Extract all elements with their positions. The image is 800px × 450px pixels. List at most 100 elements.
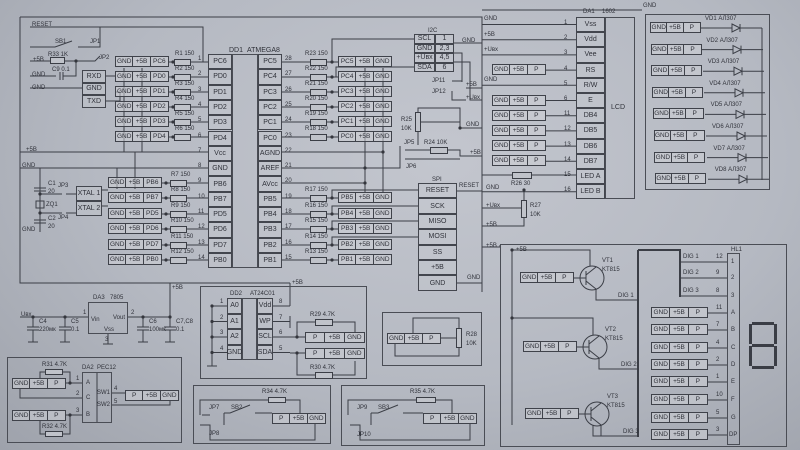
r27-trimmer <box>521 200 527 218</box>
header-pin: P <box>695 378 701 385</box>
encoder-pin: B <box>86 412 91 418</box>
r35-resistor <box>416 397 436 403</box>
header-pin: GND <box>375 58 390 65</box>
spi-pin: RESET <box>418 183 457 199</box>
header-pin: GND <box>13 411 31 420</box>
wire <box>19 371 171 435</box>
r34-resistor <box>268 397 286 403</box>
pin-number: 2 <box>198 71 202 78</box>
eeprom-pin: SCL <box>257 329 273 345</box>
header-pin: GND <box>652 430 671 439</box>
mcu-pin-left: PB0 <box>208 252 232 269</box>
junction-dot <box>330 90 334 94</box>
header-pin: PC5 <box>339 57 357 66</box>
i2c-pin-number: 1 <box>435 34 454 44</box>
r24-resistor <box>430 147 448 154</box>
header-pin: PC0 <box>339 132 357 141</box>
resistor-symbol <box>310 242 327 249</box>
header-pin: GND <box>652 377 671 386</box>
button3-panel <box>341 385 485 446</box>
wire <box>66 189 108 214</box>
resistor-label: R12 150 <box>171 249 194 255</box>
header-pin: +5В <box>356 224 374 233</box>
junction-dot <box>164 196 168 200</box>
header-pin: P <box>565 343 570 350</box>
seven-segment-icon <box>752 322 774 325</box>
resistor-label: R18 150 <box>305 126 328 132</box>
uin-label: +Uвх <box>466 95 481 101</box>
mcu-pin-right: PB1 <box>258 252 282 269</box>
header-pin: +5В <box>543 409 561 418</box>
header-pin: GND <box>375 118 390 125</box>
header-pin: +5В <box>670 395 689 404</box>
pot-panel <box>382 312 482 366</box>
r33-label: R33 1K <box>48 52 69 58</box>
r31-resistor <box>45 369 63 375</box>
header-pin: +5В <box>356 117 374 126</box>
junction-dot <box>510 248 514 252</box>
eeprom-pin: GND <box>227 344 242 360</box>
junction-dot <box>381 150 385 154</box>
header-pin: P <box>306 349 326 358</box>
led-label: VD6 АЛ307 <box>712 124 744 130</box>
resistor-label: R17 150 <box>305 187 328 193</box>
